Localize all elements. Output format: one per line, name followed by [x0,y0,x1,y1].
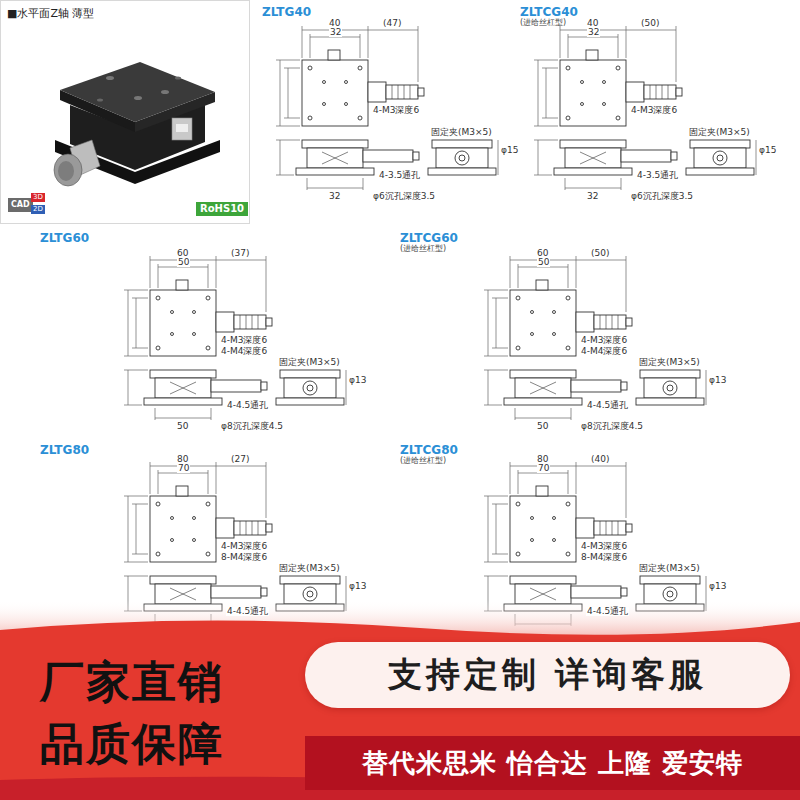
thread-note: 4-M3深度6 [580,336,628,345]
dimension: 80 [176,455,189,464]
clamp-note: 固定夹(M3×5) [638,358,701,367]
dimension: φ15 [500,146,519,155]
hole-note: 4-4.5通孔 [226,401,269,410]
thread-note: 4-M4深度6 [220,347,268,356]
dimension: 50 [177,258,190,267]
format-badge: 3D [31,193,45,202]
dimension: 40 [328,19,341,28]
format-badge: 2D [31,205,45,214]
dimension: 70 [177,464,190,473]
model-title: ZLTCG40 [520,6,578,18]
model-title: ZLTG80 [40,444,89,456]
node-text: ■水平面Z轴 薄型 [7,6,94,21]
thread-note: 4-M3深度6 [372,106,420,115]
hole-note: φ8沉孔深度4.5 [580,422,644,431]
clamp-note: 固定夹(M3×5) [638,564,701,573]
clamp-note: 固定夹(M3×5) [278,358,341,367]
dimension: φ13 [708,582,727,591]
hole-note: φ8沉孔深度4.5 [220,422,284,431]
thread-note: 4-M3深度6 [220,336,268,345]
thread-note: 4-M3深度6 [580,542,628,551]
slogan: 品质保障 [40,722,224,766]
model-title: ZLTG60 [40,232,89,244]
dimension: φ15 [758,146,777,155]
dimension: (50) [590,249,610,258]
node-text: 支持定制 详询客服 [388,652,708,698]
hole-note: 4-3.5通孔 [636,171,679,180]
stage-photo [54,62,220,186]
clamp-note: 固定夹(M3×5) [278,564,341,573]
dimension: (37) [230,249,250,258]
clamp-note: 固定夹(M3×5) [688,128,751,137]
dimension: 80 [536,455,549,464]
dimension: 32 [329,28,342,37]
model-subtitle: (进给丝杠型) [400,245,446,253]
hole-note: φ6沉孔深度3.5 [372,192,436,201]
hole-note: φ6沉孔深度3.5 [630,192,694,201]
dimension: 50 [176,422,189,431]
dimension: 50 [536,422,549,431]
model-title: ZLTCG60 [400,232,458,244]
dimension: (40) [590,455,610,464]
thread-note: 8-M4深度6 [220,553,268,562]
hole-note: 4-4.5通孔 [226,607,269,616]
model-title: ZLTCG80 [400,444,458,456]
dimension: 32 [586,192,599,201]
hole-note: 4-4.5通孔 [586,607,629,616]
hole-note: 4-3.5通孔 [378,171,421,180]
clamp-note: 固定夹(M3×5) [430,128,493,137]
dimension: φ13 [348,376,367,385]
model-subtitle: (进给丝杠型) [400,457,446,465]
dimension: 70 [537,464,550,473]
thread-note: 4-M4深度6 [580,347,628,356]
dimension: 60 [176,249,189,258]
thread-note: 4-M3深度6 [220,542,268,551]
dimension: 32 [587,28,600,37]
dimension: (50) [640,19,660,28]
dimension: 50 [537,258,550,267]
slogan: 厂家直销 [40,660,224,704]
rohs-badge: RoHS10 [196,202,248,216]
cad-badge: CAD [8,198,33,212]
thread-note: 4-M3深度6 [630,106,678,115]
custom-banner: 支持定制 详询客服 [305,642,790,708]
dimension: 60 [536,249,549,258]
node-text: 替代米思米 怡合达 上隆 爱安特 [362,746,743,781]
dimension: φ13 [348,582,367,591]
dimension: 32 [328,192,341,201]
dimension: φ13 [708,376,727,385]
model-subtitle: (进给丝杠型) [520,19,566,27]
dimension: (27) [230,455,250,464]
product-card: ■水平面Z轴 薄型 [0,0,250,224]
hole-note: 4-4.5通孔 [586,401,629,410]
dimension: (47) [382,19,402,28]
model-title: ZLTG40 [262,6,311,18]
thread-note: 8-M4深度6 [580,553,628,562]
brand-band: 替代米思米 怡合达 上隆 爱安特 [305,736,800,790]
dimension: 40 [586,19,599,28]
